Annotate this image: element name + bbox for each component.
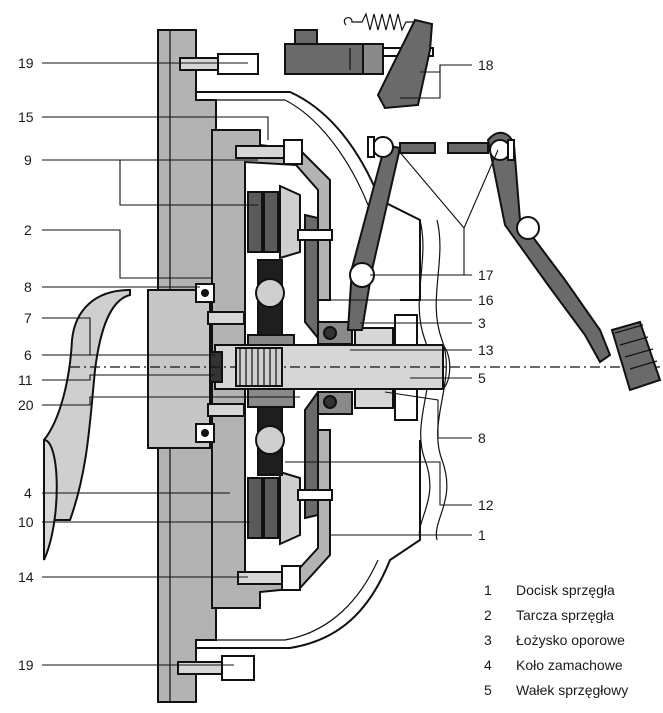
legend: 1 Docisk sprzęgła 2 Tarcza sprzęgła 3 Ło…	[484, 582, 628, 698]
callout-15: 15	[18, 109, 34, 125]
leader-lines	[42, 62, 499, 666]
legend-num-5: 5	[484, 682, 492, 698]
legend-num-3: 3	[484, 632, 492, 648]
bolt-19-top	[179, 53, 259, 75]
callout-11: 11	[18, 372, 33, 388]
callout-1: 1	[478, 527, 486, 543]
legend-num-4: 4	[484, 657, 492, 673]
legend-text-5: Wałek sprzęgłowy	[516, 682, 628, 698]
clutch-rod	[399, 142, 436, 154]
return-spring	[343, 12, 420, 32]
callout-19-top: 19	[18, 55, 34, 71]
callout-14: 14	[18, 569, 34, 585]
legend-text-2: Tarcza sprzęgła	[516, 607, 614, 623]
rivet-8-bottom	[195, 423, 215, 443]
pedal-arm-top	[376, 18, 434, 110]
callout-7: 7	[24, 310, 32, 326]
pressure-plate-bottom	[279, 470, 301, 546]
callout-8-left: 8	[24, 279, 32, 295]
crankshaft-hub	[147, 289, 211, 449]
callout-10: 10	[18, 514, 34, 530]
friction-lining-top	[247, 191, 263, 253]
release-fork	[346, 143, 402, 331]
clutch-pedal-pad	[610, 320, 662, 392]
friction-lining-bottom	[247, 477, 263, 539]
callout-19-bottom: 19	[18, 657, 34, 673]
clutch-pedal-lever	[486, 131, 612, 364]
bolt-15	[235, 139, 303, 165]
callout-4: 4	[24, 485, 32, 501]
callout-2: 2	[24, 222, 32, 238]
damper-spring-top	[255, 278, 285, 308]
callout-3: 3	[478, 315, 486, 331]
callout-13: 13	[478, 342, 494, 358]
pressure-plate-top	[279, 184, 301, 260]
legend-text-4: Koło zamachowe	[516, 657, 623, 673]
legend-num-2: 2	[484, 607, 492, 623]
callout-6: 6	[24, 347, 32, 363]
callout-18: 18	[478, 57, 494, 73]
legend-text-1: Docisk sprzęgła	[516, 582, 615, 598]
callout-12: 12	[478, 497, 494, 513]
bolt-20	[207, 403, 245, 417]
bolt-7	[207, 311, 245, 325]
callout-9: 9	[24, 152, 32, 168]
bolt-14	[237, 565, 301, 591]
legend-text-3: Łożysko oporowe	[516, 632, 625, 648]
callout-17: 17	[478, 267, 494, 283]
callout-20: 20	[18, 397, 34, 413]
legend-num-1: 1	[484, 582, 492, 598]
rivet-8-top	[195, 283, 215, 303]
callout-5: 5	[478, 370, 486, 386]
callout-16: 16	[478, 292, 494, 308]
callout-8-right: 8	[478, 430, 486, 446]
damper-spring-bottom	[255, 425, 285, 455]
